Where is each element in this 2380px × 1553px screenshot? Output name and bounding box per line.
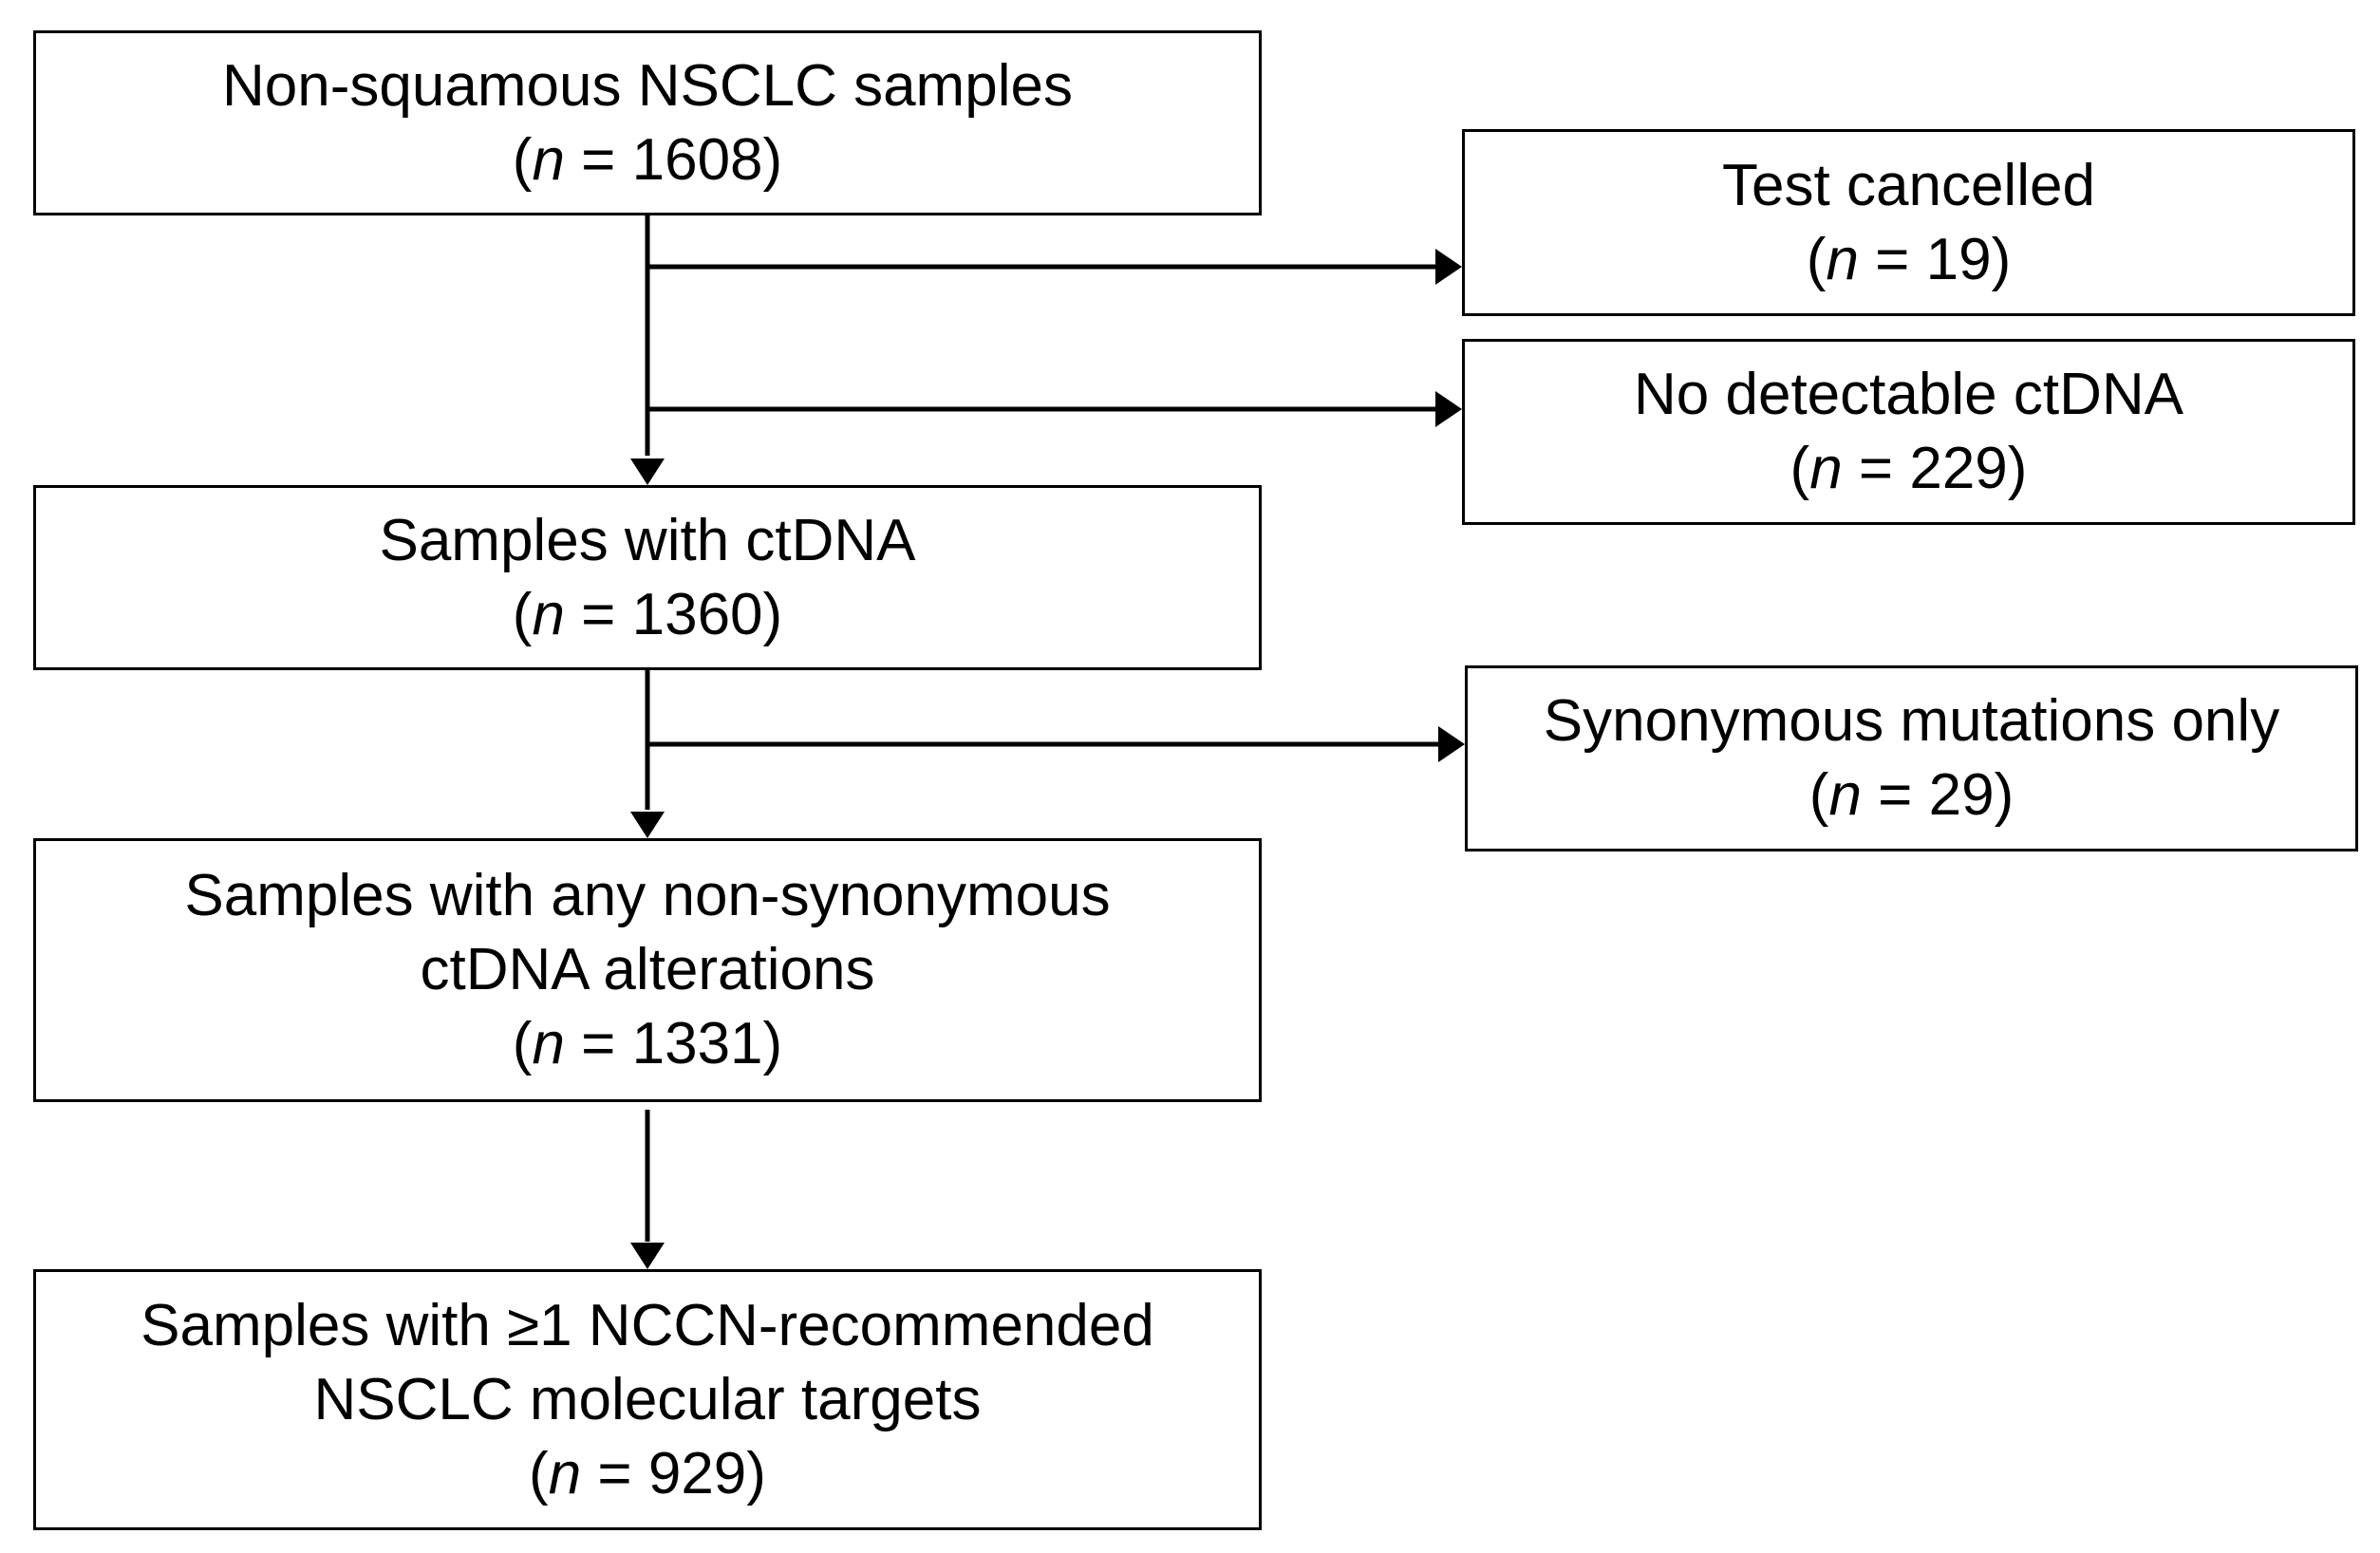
box-no-detectable-ctdna: No detectable ctDNA (n = 229) (1462, 339, 2355, 525)
arrowhead-to-test-cancelled (1435, 249, 1462, 285)
main-spine-2 (630, 670, 665, 838)
box-test-cancelled: Test cancelled (n = 19) (1462, 129, 2355, 316)
sample-count: (n = 29) (1808, 762, 2015, 828)
n-value: 19 (1925, 226, 1992, 292)
box-non-squamous-nsclc-samples: Non-squamous NSCLC samples (n = 1608) (33, 30, 1262, 215)
box-samples-with-ctdna: Samples with ctDNA (n = 1360) (33, 485, 1262, 670)
sample-count: (n = 1608) (512, 126, 783, 193)
n-value: 1360 (631, 581, 763, 647)
n-value: 29 (1928, 762, 1995, 828)
box-label: Synonymous mutations only (1543, 688, 2280, 754)
n-value: 1608 (631, 126, 763, 193)
n-symbol: n (532, 581, 565, 647)
box-nccn-molecular-targets: Samples with ≥1 NCCN-recommended NSCLC m… (33, 1269, 1262, 1530)
box-label: Non-squamous NSCLC samples (222, 52, 1073, 119)
exclusion-branch-test-cancelled (647, 249, 1462, 285)
n-symbol: n (532, 126, 565, 193)
arrowhead-to-nccn-targets (630, 1243, 665, 1269)
arrowhead-to-non-synonymous (630, 812, 665, 838)
n-symbol: n (1809, 436, 1843, 501)
n-symbol: n (1828, 762, 1862, 828)
sample-count: (n = 1360) (512, 581, 783, 647)
main-spine-3 (630, 1110, 665, 1269)
box-label-line-1: Samples with any non-synonymous (184, 863, 1111, 928)
exclusion-branch-no-detectable-ctdna (647, 391, 1462, 427)
arrowhead-to-samples-with-ctdna (630, 458, 665, 485)
sample-count: (n = 19) (1806, 226, 2012, 292)
n-value: 929 (647, 1440, 747, 1506)
exclusion-branch-synonymous-only (647, 726, 1465, 762)
n-symbol: n (548, 1440, 582, 1506)
box-label: Test cancelled (1722, 152, 2095, 218)
arrowhead-to-synonymous-only (1438, 726, 1465, 762)
n-symbol: n (1826, 226, 1859, 292)
box-label-line-2: NSCLC molecular targets (313, 1366, 982, 1432)
sample-count: (n = 229) (1790, 436, 2028, 501)
main-spine-1 (630, 215, 665, 485)
sample-count: (n = 1331) (512, 1011, 783, 1076)
sample-count: (n = 929) (529, 1440, 766, 1506)
box-synonymous-mutations-only: Synonymous mutations only (n = 29) (1465, 665, 2358, 851)
box-non-synonymous-alterations: Samples with any non-synonymous ctDNA al… (33, 838, 1262, 1102)
n-value: 229 (1909, 436, 2008, 501)
box-label: No detectable ctDNA (1634, 362, 2183, 427)
box-label-line-1: Samples with ≥1 NCCN-recommended (141, 1292, 1154, 1358)
box-label-line-2: ctDNA alterations (420, 937, 875, 1002)
n-symbol: n (532, 1011, 565, 1076)
arrowhead-to-no-detectable-ctdna (1435, 391, 1462, 427)
n-value: 1331 (631, 1011, 763, 1076)
box-label: Samples with ctDNA (379, 507, 916, 573)
